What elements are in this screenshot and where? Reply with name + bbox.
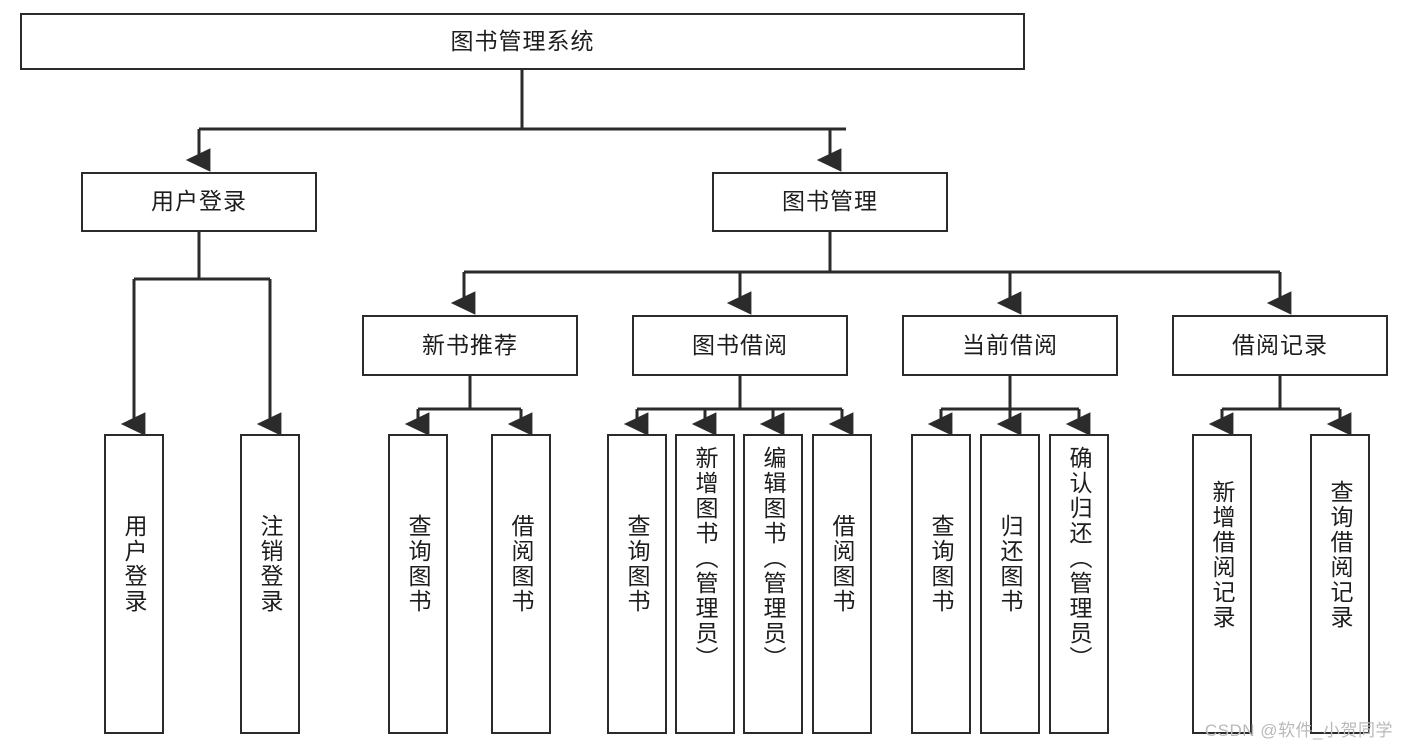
node-label: 确认归还（管理员）: [1066, 446, 1093, 671]
node-label: 借阅图书: [508, 514, 535, 614]
node-leaf-query-record[interactable]: 查询借阅记录: [1310, 434, 1370, 734]
node-leaf-query-book-1[interactable]: 查询图书: [388, 434, 448, 734]
node-user-login[interactable]: 用户登录: [81, 172, 317, 232]
node-leaf-user-login[interactable]: 用户登录: [104, 434, 164, 734]
node-leaf-edit-book[interactable]: 编辑图书（管理员）: [743, 434, 803, 734]
node-label: 新书推荐: [422, 331, 518, 358]
node-label: 用户登录: [121, 514, 148, 614]
node-label: 借阅图书: [829, 514, 856, 614]
node-label: 注销登录: [257, 514, 284, 614]
node-leaf-user-logout[interactable]: 注销登录: [240, 434, 300, 734]
node-leaf-confirm-return[interactable]: 确认归还（管理员）: [1049, 434, 1109, 734]
node-label: 新增图书（管理员）: [692, 446, 719, 671]
node-label: 查询图书: [928, 514, 955, 614]
node-label: 查询图书: [405, 514, 432, 614]
node-book-borrow[interactable]: 图书借阅: [632, 315, 848, 376]
node-borrow-record[interactable]: 借阅记录: [1172, 315, 1388, 376]
node-label: 图书借阅: [692, 331, 788, 358]
node-label: 当前借阅: [962, 331, 1058, 358]
watermark-text: CSDN @软件_小贺同学: [1204, 721, 1393, 740]
node-new-book-recommend[interactable]: 新书推荐: [362, 315, 578, 376]
node-label: 用户登录: [151, 188, 247, 215]
node-current-borrow[interactable]: 当前借阅: [902, 315, 1118, 376]
node-leaf-add-book[interactable]: 新增图书（管理员）: [675, 434, 735, 734]
node-label: 查询借阅记录: [1327, 480, 1354, 630]
node-leaf-borrow-book-2[interactable]: 借阅图书: [812, 434, 872, 734]
node-leaf-query-book-3[interactable]: 查询图书: [911, 434, 971, 734]
node-label: 查询图书: [624, 514, 651, 614]
node-label: 图书管理: [782, 188, 878, 215]
node-leaf-add-record[interactable]: 新增借阅记录: [1192, 434, 1252, 734]
node-label: 图书管理系统: [450, 27, 595, 54]
node-root[interactable]: 图书管理系统: [20, 13, 1025, 70]
node-leaf-query-book-2[interactable]: 查询图书: [607, 434, 667, 734]
node-leaf-borrow-book-1[interactable]: 借阅图书: [491, 434, 551, 734]
node-label: 新增借阅记录: [1209, 480, 1236, 630]
node-leaf-return-book[interactable]: 归还图书: [980, 434, 1040, 734]
node-label: 借阅记录: [1232, 331, 1328, 358]
node-label: 编辑图书（管理员）: [760, 446, 787, 671]
node-book-manage[interactable]: 图书管理: [712, 172, 948, 232]
node-label: 归还图书: [997, 514, 1024, 614]
